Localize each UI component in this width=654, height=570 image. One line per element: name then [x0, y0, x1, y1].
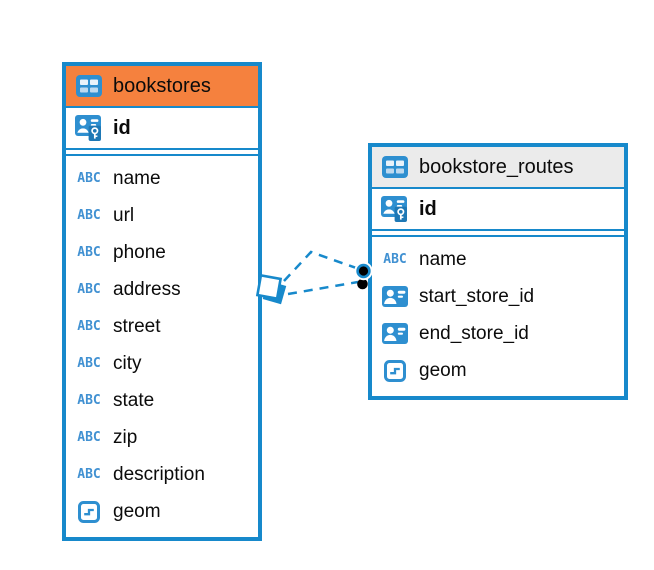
- column-name: description: [113, 463, 205, 485]
- column-row-url[interactable]: ABC url: [66, 197, 258, 234]
- column-row-name[interactable]: ABC name: [372, 241, 624, 278]
- column-name: city: [113, 352, 142, 374]
- column-name: end_store_id: [419, 322, 529, 344]
- text-type-icon: ABC: [77, 393, 101, 408]
- column-name: url: [113, 204, 135, 226]
- relationship-line-lower: [287, 280, 359, 296]
- text-type-icon: ABC: [77, 208, 101, 223]
- table-title: bookstores: [113, 74, 211, 97]
- column-name: state: [113, 389, 155, 411]
- text-type-icon: ABC: [77, 467, 101, 482]
- column-row-name[interactable]: ABC name: [66, 160, 258, 197]
- geometry-type-icon: [384, 359, 406, 382]
- column-row-geom[interactable]: geom: [66, 493, 258, 530]
- key-columns-divider: [372, 231, 624, 237]
- primary-key-icon: [381, 195, 407, 222]
- foreign-key-icon: [382, 286, 408, 307]
- column-row-end_store_id[interactable]: end_store_id: [372, 315, 624, 352]
- column-name: name: [113, 167, 161, 189]
- foreign-key-icon: [382, 323, 408, 344]
- column-name: name: [419, 248, 467, 270]
- column-name: id: [419, 197, 437, 220]
- column-row-address[interactable]: ABC address: [66, 271, 258, 308]
- column-name: geom: [419, 359, 467, 381]
- column-name: zip: [113, 426, 138, 448]
- primary-key-icon: [75, 114, 101, 141]
- column-name: address: [113, 278, 181, 300]
- column-name: phone: [113, 241, 166, 263]
- column-row-street[interactable]: ABC street: [66, 308, 258, 345]
- table-icon: [76, 75, 102, 97]
- geometry-type-icon: [78, 500, 100, 523]
- key-columns-divider: [66, 150, 258, 156]
- table-header[interactable]: bookstores: [66, 66, 258, 108]
- column-name: id: [113, 116, 131, 139]
- text-type-icon: ABC: [77, 356, 101, 371]
- text-type-icon: ABC: [77, 171, 101, 186]
- text-type-icon: ABC: [383, 252, 407, 267]
- text-type-icon: ABC: [77, 282, 101, 297]
- table-header[interactable]: bookstore_routes: [372, 147, 624, 189]
- column-row-id[interactable]: id: [66, 108, 258, 150]
- text-type-icon: ABC: [77, 319, 101, 334]
- column-name: street: [113, 315, 161, 337]
- table-title: bookstore_routes: [419, 155, 574, 178]
- column-row-zip[interactable]: ABC zip: [66, 419, 258, 456]
- column-row-id[interactable]: id: [372, 189, 624, 231]
- column-name: geom: [113, 500, 161, 522]
- text-type-icon: ABC: [77, 245, 101, 260]
- column-row-description[interactable]: ABC description: [66, 456, 258, 493]
- column-row-city[interactable]: ABC city: [66, 345, 258, 382]
- column-row-phone[interactable]: ABC phone: [66, 234, 258, 271]
- table-icon: [382, 156, 408, 178]
- column-row-geom[interactable]: geom: [372, 352, 624, 389]
- column-name: start_store_id: [419, 285, 535, 307]
- text-type-icon: ABC: [77, 430, 101, 445]
- column-row-state[interactable]: ABC state: [66, 382, 258, 419]
- relationship-line-upper: [283, 250, 360, 282]
- column-row-start_store_id[interactable]: start_store_id: [372, 278, 624, 315]
